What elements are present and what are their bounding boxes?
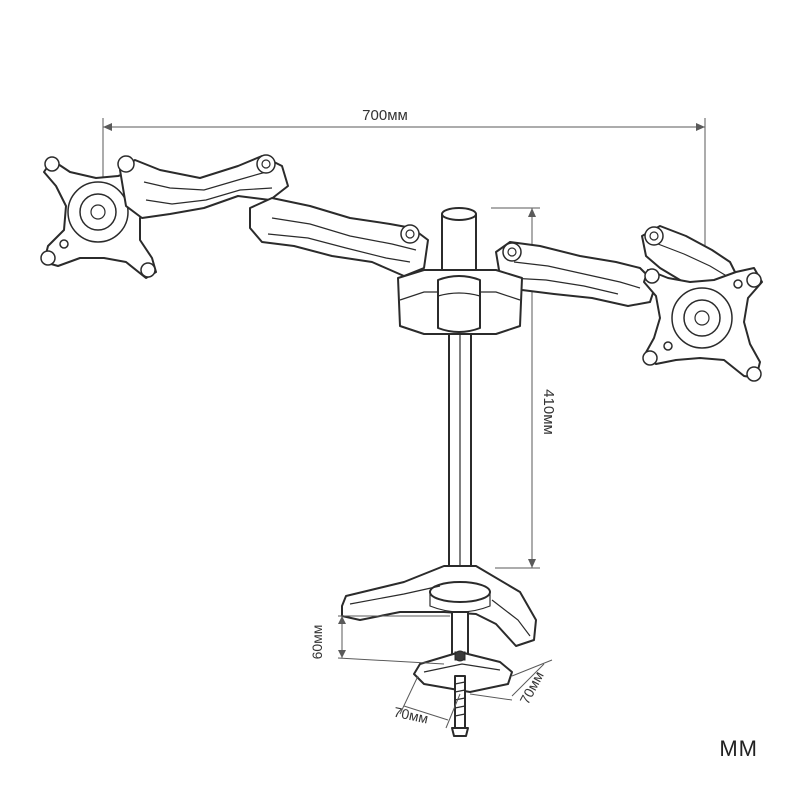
brand-mark: MM <box>719 736 758 761</box>
clamp-width-label: 70мм <box>392 704 429 727</box>
center-hub <box>397 269 523 335</box>
height-label: 410мм <box>540 389 557 435</box>
clamp-height-dimension: 60мм <box>309 615 450 665</box>
left-outer-arm <box>117 154 289 219</box>
left-inner-arm <box>249 197 429 277</box>
clamp-height-label: 60мм <box>309 625 325 660</box>
desk-clamp <box>413 611 513 737</box>
right-vesa-plate <box>642 267 763 382</box>
clamp-width-dimension: 70мм <box>392 675 461 729</box>
width-label: 700мм <box>362 107 408 124</box>
width-dimension: 700мм <box>102 107 706 262</box>
pole <box>448 333 472 593</box>
desk-base <box>341 565 537 647</box>
